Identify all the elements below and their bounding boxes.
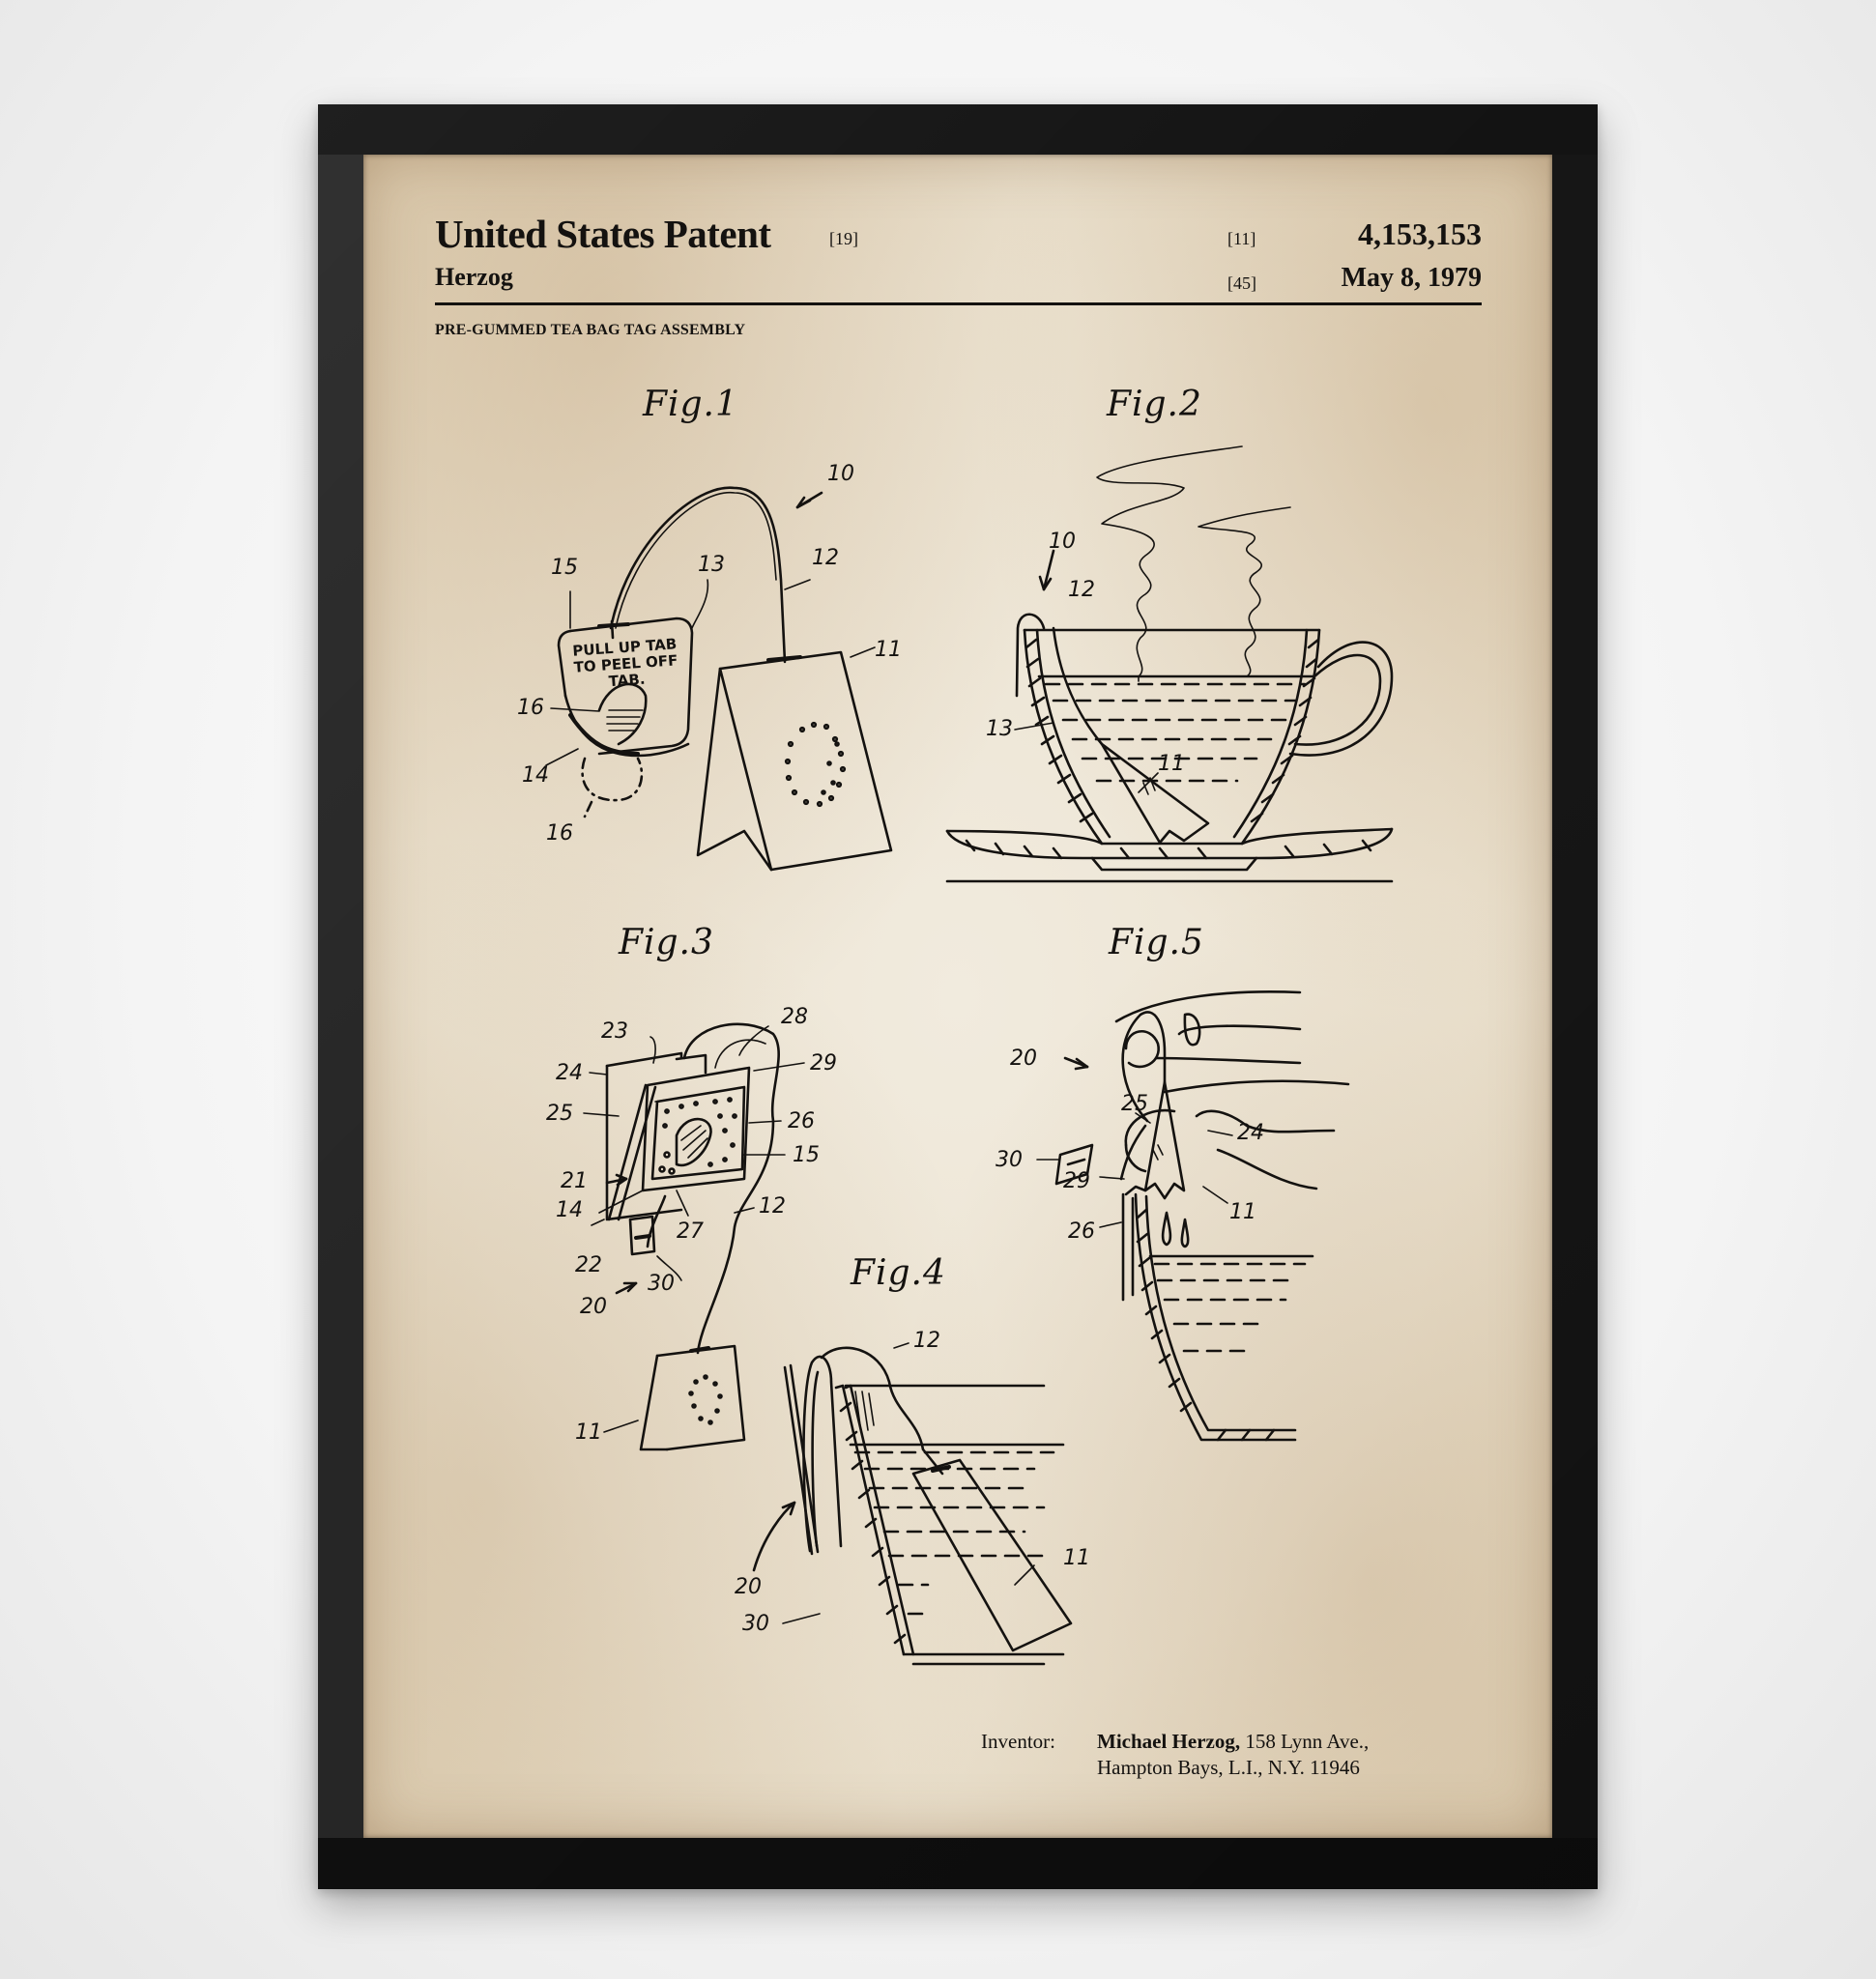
- fig4-drawing: [752, 1342, 1073, 1666]
- fig2-ref-12: 12: [1068, 578, 1095, 602]
- fig5-title: Fig.5: [1109, 923, 1204, 962]
- frame-right-edge: [1552, 104, 1598, 1889]
- fig1-ref-16b: 16: [546, 821, 573, 846]
- fig1-ref-15: 15: [551, 556, 578, 580]
- fig3-ref-21: 21: [561, 1169, 588, 1193]
- fig3-ref-24: 24: [556, 1061, 583, 1085]
- fig1-ref-16a: 16: [517, 696, 544, 720]
- fig5-ref-29: 29: [1063, 1169, 1090, 1193]
- patent-title: United States Patent: [435, 212, 771, 256]
- fig3-ref-23: 23: [601, 1019, 628, 1044]
- patent-number: 4,153,153: [1358, 216, 1482, 251]
- inventor-line1: Michael Herzog, 158 Lynn Ave.,: [1097, 1730, 1369, 1754]
- fig3-ref-26: 26: [788, 1109, 815, 1133]
- header-rule: [435, 302, 1482, 305]
- frame-top-edge: [318, 104, 1598, 155]
- number-code: [11]: [1227, 229, 1256, 248]
- fig5-ref-25: 25: [1121, 1092, 1148, 1116]
- fig3-ref-11: 11: [575, 1420, 602, 1445]
- fig5-drawing: [1036, 990, 1350, 1442]
- fig3-ref-22: 22: [575, 1253, 602, 1277]
- fig2-title: Fig.2: [1107, 385, 1202, 424]
- fig2-ref-11: 11: [1158, 752, 1185, 776]
- fig3-ref-14: 14: [556, 1198, 583, 1222]
- patent-paper: [363, 155, 1552, 1838]
- fig2-drawing: [945, 445, 1394, 883]
- fig4-title: Fig.4: [851, 1253, 946, 1293]
- inventor-street: 158 Lynn Ave.,: [1240, 1730, 1370, 1753]
- fig4-ref-12: 12: [913, 1329, 940, 1353]
- patent-subject: PRE-GUMMED TEA BAG TAG ASSEMBLY: [435, 322, 746, 338]
- fig5-ref-26: 26: [1068, 1219, 1095, 1244]
- fig4-ref-11: 11: [1063, 1546, 1090, 1570]
- fig3-title: Fig.3: [619, 923, 714, 962]
- fig5-ref-30: 30: [996, 1148, 1023, 1172]
- fig5-ref-20: 20: [1010, 1047, 1037, 1071]
- fig1-drawing: [545, 486, 893, 872]
- fig1-ref-11: 11: [875, 638, 902, 662]
- fig3-ref-30: 30: [648, 1272, 675, 1296]
- inventor-label: Inventor:: [981, 1730, 1055, 1753]
- fig3-ref-27: 27: [677, 1219, 704, 1244]
- date-code: [45]: [1227, 273, 1256, 293]
- fig1-title: Fig.1: [643, 385, 738, 424]
- fig1-ref-13: 13: [698, 553, 725, 577]
- fig2-ref-13: 13: [986, 717, 1013, 741]
- fig1-ref-10: 10: [827, 462, 854, 486]
- fig5-ref-11: 11: [1229, 1200, 1256, 1224]
- frame-bottom-edge: [318, 1838, 1598, 1889]
- inventor-name: Michael Herzog,: [1097, 1730, 1241, 1753]
- fig3-ref-29: 29: [810, 1051, 837, 1076]
- fig3-drawing: [583, 1022, 805, 1451]
- fig4-ref-30: 30: [742, 1612, 769, 1636]
- title-code: [19]: [829, 229, 858, 248]
- fig4-ref-20: 20: [735, 1575, 762, 1599]
- fig3-ref-20: 20: [580, 1295, 607, 1319]
- inventor-line2: Hampton Bays, L.I., N.Y. 11946: [1097, 1756, 1360, 1779]
- fig1-ref-12: 12: [812, 546, 839, 570]
- fig5-ref-24: 24: [1237, 1121, 1264, 1145]
- fig3-ref-25: 25: [546, 1102, 573, 1126]
- fig1-ref-14: 14: [522, 763, 549, 788]
- patent-assignee: Herzog: [435, 263, 513, 291]
- fig3-ref-28: 28: [781, 1005, 808, 1029]
- fig3-ref-15: 15: [793, 1143, 820, 1167]
- fig1-tag-text: PULL UP TAB TO PEEL OFF TAB.: [563, 635, 687, 694]
- fig2-ref-10: 10: [1049, 530, 1076, 554]
- frame-left-edge: [318, 104, 363, 1889]
- patent-date: May 8, 1979: [1341, 263, 1482, 293]
- fig3-ref-12: 12: [759, 1194, 786, 1219]
